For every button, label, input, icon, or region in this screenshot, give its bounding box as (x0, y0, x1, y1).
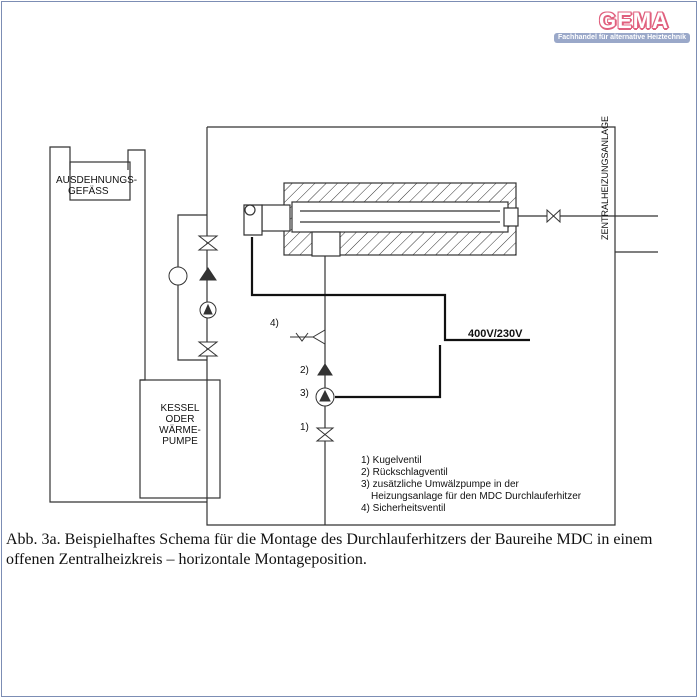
legend-item: 3) zusätzliche Umwälzpumpe in der (361, 479, 519, 490)
legend-item: 4) Sicherheitsventil (361, 503, 446, 514)
left-valves (168, 235, 219, 357)
legend-item: 2) Rückschlagventil (361, 467, 448, 478)
boiler-box (139, 379, 221, 499)
logo-wordmark: GEMA (599, 8, 669, 33)
legend-item: 1) Kugelventil (361, 455, 422, 466)
figure-caption: Abb. 3a. Beispielhaftes Schema für die M… (6, 531, 653, 568)
main-pipe-loop (206, 126, 616, 526)
boiler-label: KESSEL ODER WÄRME- PUMPE (159, 403, 201, 447)
left-pump-branch (177, 214, 207, 361)
power-cable (250, 237, 530, 342)
expansion-tank-label: AUSDEHNUNGS- GEFÄSS (56, 175, 138, 197)
riser-components (290, 208, 561, 442)
mark-1: 1) (300, 422, 309, 433)
logo-tagline: Fachhandel für alternative Heiztechnik (554, 33, 690, 43)
pump-power-cable (335, 345, 442, 399)
legend-item: Heizungsanlage für den MDC Durchlauferhi… (371, 491, 582, 502)
expansion-tank-box (69, 161, 131, 201)
heater-body (243, 182, 519, 257)
mark-2: 2) (300, 365, 309, 376)
gema-logo: GEMA Fachhandel für alternative Heiztech… (552, 8, 692, 44)
mark-4: 4) (270, 318, 279, 329)
heating-system-label: ZENTRALHEIZUNGSANLAGE (600, 115, 610, 240)
component-legend: 1) Kugelventil 2) Rückschlagventil 3) zu… (361, 455, 581, 515)
mark-3: 3) (300, 388, 309, 399)
power-label: 400V/230V (468, 328, 523, 340)
expansion-tank-line (49, 146, 207, 503)
